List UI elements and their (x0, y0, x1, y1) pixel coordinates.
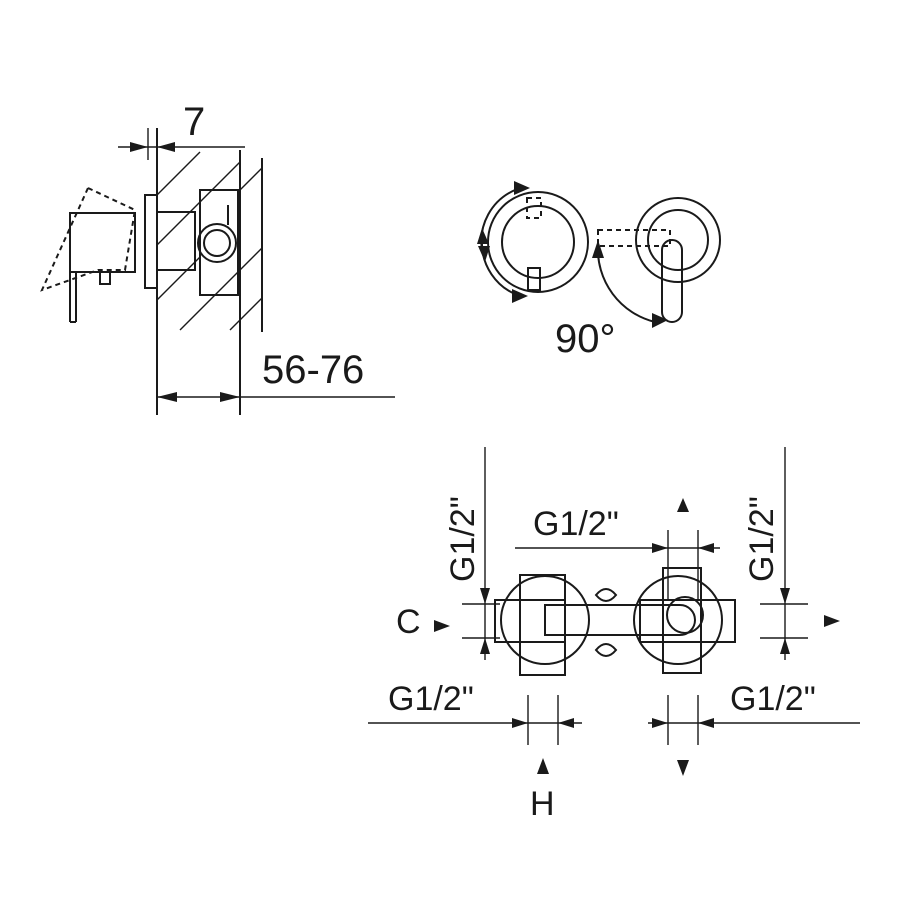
side-view: 7 56-76 (40, 100, 395, 415)
rotation-angle: 90° (555, 317, 616, 361)
hot-label: H (530, 785, 555, 823)
top-thread: G1/2" (533, 505, 619, 543)
front-view: 90° (477, 181, 721, 361)
offset-dimension: 7 (183, 100, 205, 144)
bottom-left-thread: G1/2" (388, 680, 474, 718)
wall-depth-dimension: 56-76 (262, 348, 364, 392)
connections-view: G1/2" G1/2" G1/2" C G1/2" G1/2" (368, 447, 860, 823)
wall-hatching (156, 151, 263, 331)
right-vertical-thread: G1/2" (743, 496, 781, 582)
cold-label: C (396, 603, 421, 641)
bottom-right-thread: G1/2" (730, 680, 816, 718)
left-vertical-thread: G1/2" (444, 496, 482, 582)
